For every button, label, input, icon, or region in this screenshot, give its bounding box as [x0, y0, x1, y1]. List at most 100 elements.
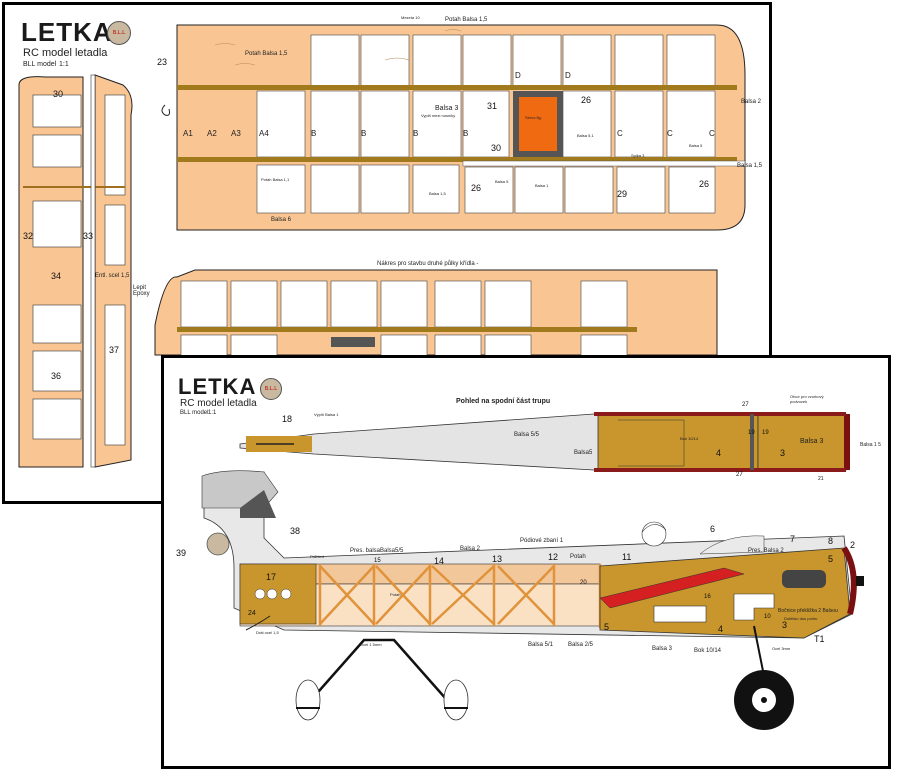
rib-c2: C: [667, 129, 673, 138]
label-balsa1: Balsa 1: [535, 183, 549, 188]
wing-plan-sheet: LETKA RC model letadla BLL model 1:1 B.L…: [2, 2, 772, 504]
label-bocnice2: Dobltsio dou políru: [784, 616, 818, 621]
back-scale: 1:1: [59, 61, 69, 68]
num-39: 39: [176, 548, 187, 558]
label-pruhled: Průhled: [310, 554, 324, 559]
num-6: 6: [710, 524, 716, 534]
label-entl: Entl. scel 1,5: [95, 273, 130, 279]
num-t1: T1: [814, 634, 825, 644]
front-scale: 1:1: [208, 410, 217, 416]
label-balsa5: Balsa 5: [495, 179, 509, 184]
rib-a2: A2: [207, 129, 217, 138]
back-badge-logo: B.L.L: [107, 21, 131, 45]
label-potah11: Potah Balsa 1,1: [261, 177, 290, 182]
label-balsa1515: Balsa 1 5: [860, 442, 881, 448]
num-36: 36: [51, 371, 62, 381]
front-badge-logo: B.L.L: [260, 378, 282, 400]
num-19a: 19: [748, 430, 755, 436]
num-4b: 4: [718, 624, 724, 634]
rib-a3: A3: [231, 129, 241, 138]
label-potah2: Potah: [390, 592, 401, 597]
num-18: 18: [282, 414, 293, 424]
num-7: 7: [790, 534, 796, 544]
label-balsa2: Balsa 2: [460, 546, 481, 552]
label-sbok: Bok 10/14: [680, 436, 699, 441]
num-27b: 27: [736, 472, 743, 478]
num-38: 38: [290, 526, 301, 536]
label-vypln: Výplň Balsa 1: [314, 412, 339, 417]
label-podium: Pódiové zbaní 1: [520, 538, 564, 544]
label-balsa1-5: Balsa 1,5: [429, 191, 446, 196]
num-17: 17: [266, 572, 277, 582]
num-33: 33: [83, 231, 94, 241]
label-potah-left: Potah Balsa 1,5: [245, 51, 288, 57]
label-balsa3: Balsa 3: [435, 105, 459, 112]
label-balsa3b: Balsa 3: [652, 646, 673, 652]
label-spika3: Spika 3: [631, 153, 645, 158]
label-ocel3: Ocel 3mm: [772, 646, 791, 651]
num-32: 32: [23, 231, 34, 241]
num-31: 31: [487, 101, 498, 111]
rib-b2: B: [361, 129, 367, 138]
num-16: 16: [704, 594, 711, 600]
label-pres-balsa2: Pres. Balsa 2: [748, 548, 784, 554]
label-bocnice: Bočnice překližka 2 Balsou: [778, 608, 838, 614]
back-model: BLL model: [23, 61, 57, 68]
rib-a4: A4: [259, 129, 269, 138]
label-pres-balsa: Pres. balsa: [350, 548, 381, 554]
fuselage-plan-sheet: LETKA RC model letadla BLL model 1:1 B.L…: [161, 355, 891, 769]
label-balsa25: Balsa 2/5: [568, 642, 594, 648]
num-4: 4: [716, 448, 722, 458]
num-27a: 27: [742, 402, 749, 408]
label-balsa5b: Balsa 5: [689, 143, 703, 148]
rib-b3: B: [413, 129, 419, 138]
num-3b: 3: [782, 620, 788, 630]
rib-c3: C: [709, 129, 715, 138]
front-model: BLL model: [180, 410, 209, 416]
label-balsa2: Balsa 2: [741, 99, 762, 105]
num-8: 8: [828, 536, 834, 546]
num-24: 24: [248, 610, 256, 617]
back-subtitle: RC model letadla: [23, 47, 108, 59]
num-5a: 5: [604, 622, 610, 632]
label-balsa3: Balsa 3: [800, 438, 824, 445]
num-29: 29: [617, 189, 628, 199]
rib-d1: D: [515, 71, 521, 80]
num-12: 12: [548, 552, 559, 562]
label-balsa55b: Balsa5/5: [380, 548, 404, 554]
label-balsa5a: Balsa5: [574, 450, 593, 456]
num-30-top: 30: [53, 89, 64, 99]
label-balsa51: Balsa 5,1: [577, 133, 594, 138]
num-26c: 26: [699, 179, 710, 189]
num-30: 30: [491, 143, 502, 153]
label-nakres: Nákres pro stavbu druhé půlky křídla -: [377, 261, 479, 267]
num-20: 20: [580, 580, 587, 586]
back-title: LETKA: [21, 17, 113, 47]
label-servo: Servo fig.: [525, 115, 542, 120]
num-11: 11: [622, 552, 632, 562]
front-subtitle: RC model letadla: [180, 398, 257, 409]
num-3: 3: [780, 448, 786, 458]
label-balsa15: Balsa 1,5: [737, 163, 763, 169]
num-2: 2: [850, 540, 856, 550]
fuselage-bottom-title: Pohled na spodní část trupu: [456, 398, 551, 405]
num-19b: 19: [762, 430, 769, 436]
label-potah: Potah: [570, 554, 586, 560]
num-13: 13: [492, 554, 503, 564]
label-mezi: Mezeta 10: [401, 15, 420, 20]
num-21: 21: [818, 476, 824, 482]
label-drat: Drát ocel 1,5: [256, 630, 279, 635]
label-balsa3-note: Vyplň mezi nosníky: [421, 113, 456, 118]
wing-plan-drawing: [18, 24, 746, 468]
num-5b: 5: [828, 554, 834, 564]
front-title: LETKA: [178, 374, 257, 399]
num-26: 26: [581, 95, 592, 105]
rib-d2: D: [565, 71, 571, 80]
num-15: 15: [374, 558, 381, 564]
num-34: 34: [51, 271, 62, 281]
num-10: 10: [764, 614, 771, 620]
rib-a1: A1: [183, 129, 193, 138]
rib-c1: C: [617, 129, 623, 138]
num-37: 37: [109, 345, 120, 355]
num-14: 14: [434, 556, 445, 566]
